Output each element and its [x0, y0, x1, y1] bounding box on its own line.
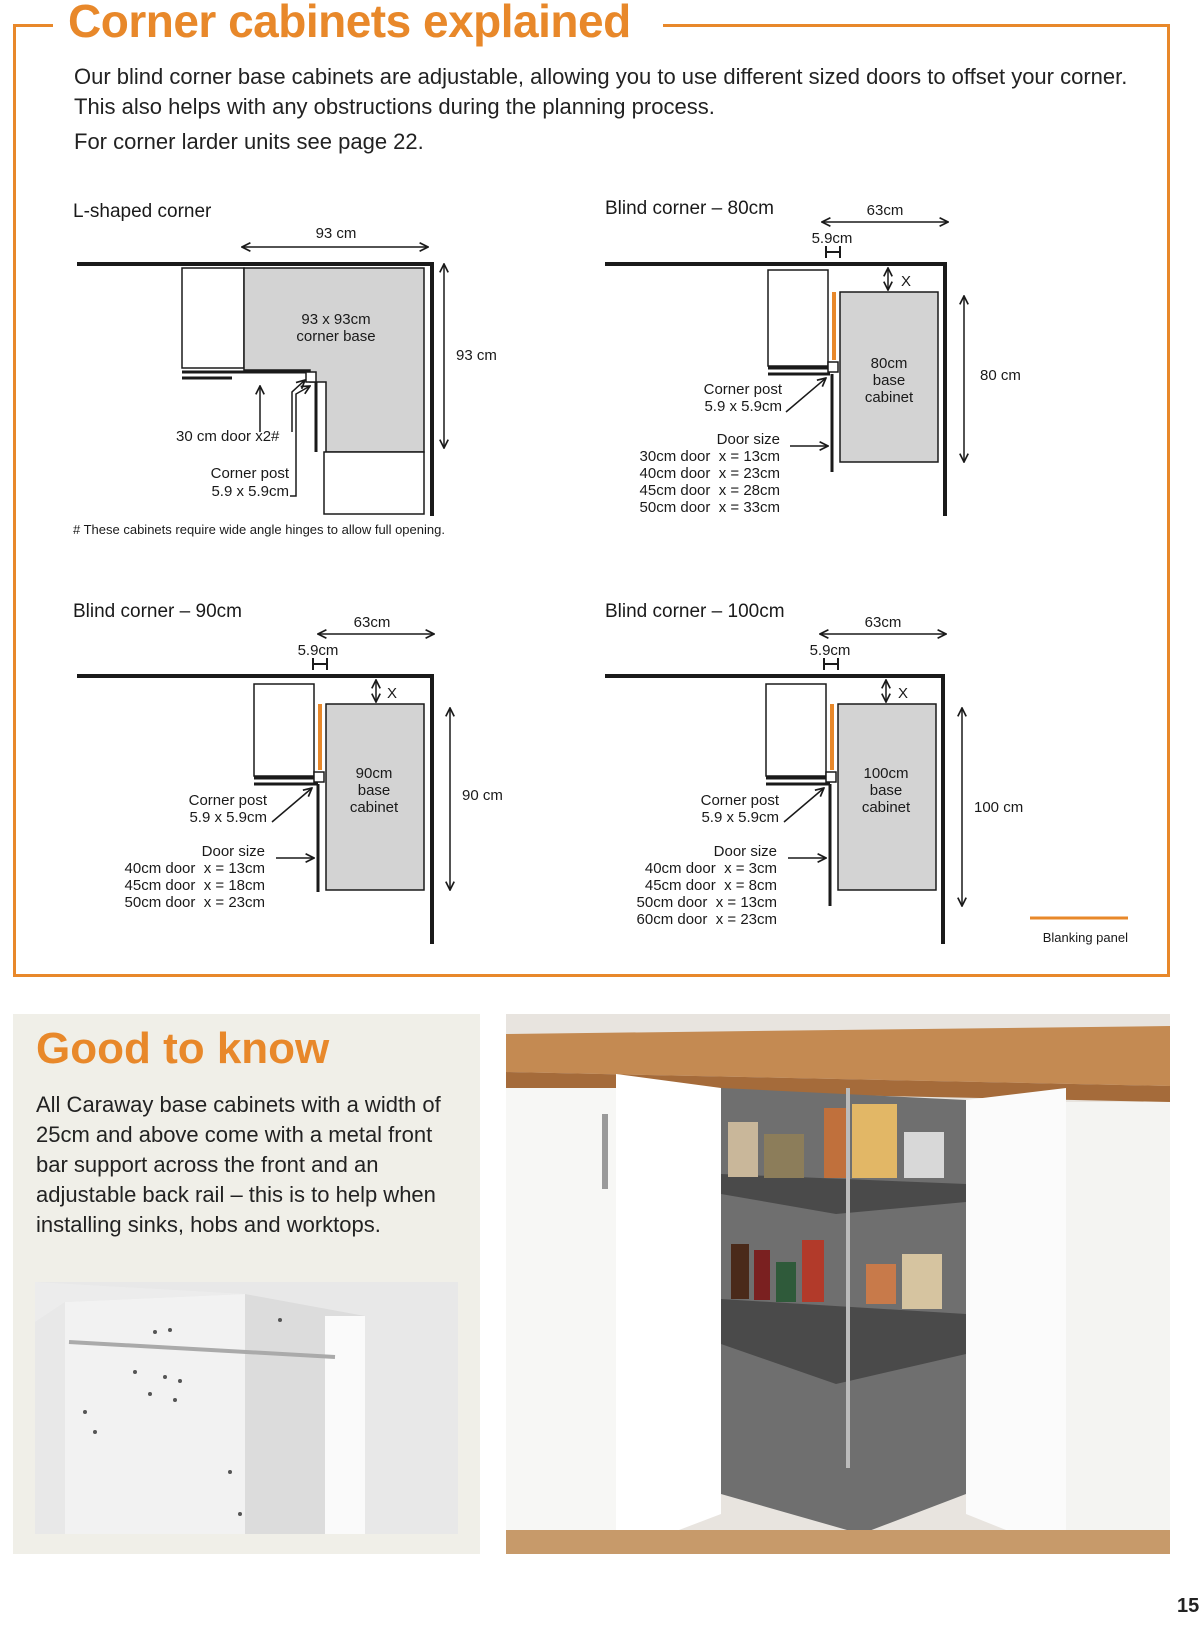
post-label-1: Corner post — [704, 381, 783, 398]
cabinet-label-1: 80cm — [871, 355, 908, 372]
width-label: 93 cm — [316, 225, 357, 242]
corner-cabinet-photo — [506, 1014, 1170, 1554]
post-pointer — [785, 378, 826, 413]
corner-post — [313, 771, 325, 783]
wall — [77, 674, 434, 944]
corner-post — [827, 361, 839, 373]
post-label-2: 5.9 x 5.9cm — [701, 809, 779, 826]
door-size-row: 50cm door x = 23cm — [125, 894, 265, 911]
section-frame — [13, 24, 1170, 977]
good-to-know-title: Good to know — [36, 1024, 330, 1073]
door-pointer — [291, 380, 305, 432]
corner-post — [825, 771, 837, 783]
diagram-blind-100: Blind corner – 100cm 63cm 5.9cm X 100cm … — [605, 601, 1023, 944]
post-label-2: 5.9 x 5.9cm — [704, 398, 782, 415]
post-pointer — [271, 788, 312, 823]
side-cabinet — [767, 269, 829, 367]
door-size-row: 50cm door x = 13cm — [637, 894, 777, 911]
wall — [77, 262, 434, 516]
diagram-l-shaped: L-shaped corner 93 cm 93 cm 93 x 93cm co… — [73, 201, 497, 537]
door-size-row: 45cm door x = 8cm — [645, 877, 777, 894]
side-cabinet — [181, 267, 245, 369]
bottom-cabinet — [323, 451, 425, 515]
depth-label: 100 cm — [974, 799, 1023, 816]
cabinet-label-2: corner base — [296, 328, 375, 345]
post-label-1: Corner post — [189, 792, 268, 809]
depth-label: 90 cm — [462, 787, 503, 804]
width-label: 63cm — [867, 202, 904, 219]
cabinet-label-2: base — [358, 782, 391, 799]
post-pointer — [783, 788, 824, 823]
post-width-marker — [312, 658, 328, 670]
door-size-row: 45cm door x = 28cm — [640, 482, 780, 499]
depth-label: 93 cm — [456, 347, 497, 364]
cabinet-label-2: base — [873, 372, 906, 389]
diagram-title: Blind corner – 80cm — [605, 198, 774, 219]
diagram-blind-80: Blind corner – 80cm 63cm 5.9cm X 80cm ba… — [605, 198, 1021, 516]
base-cabinet — [839, 291, 939, 463]
base-cabinet — [325, 703, 425, 891]
door-label: 30 cm door x2# — [176, 428, 280, 445]
post-width-marker — [825, 246, 841, 258]
cabinet-label-1: 93 x 93cm — [301, 311, 370, 328]
width-label: 63cm — [354, 614, 391, 631]
door-size-row: 45cm door x = 18cm — [125, 877, 265, 894]
cabinet-label-3: cabinet — [865, 389, 914, 406]
door-size-row: 40cm door x = 13cm — [125, 860, 265, 877]
page-number: 15 — [1177, 1595, 1200, 1617]
door-size-title: Door size — [202, 843, 265, 860]
wall — [605, 262, 947, 516]
post-label-1: Corner post — [701, 792, 780, 809]
side-cabinet — [253, 683, 315, 777]
cabinet-label-2: base — [870, 782, 903, 799]
door-size-title: Door size — [714, 843, 777, 860]
post-width-label: 5.9cm — [810, 642, 851, 659]
post-width-label: 5.9cm — [298, 642, 339, 659]
post-label-1: Corner post — [211, 465, 290, 482]
cabinet-label-1: 90cm — [356, 765, 393, 782]
door-size-title: Door size — [717, 431, 780, 448]
corner-post — [305, 371, 317, 383]
x-label: X — [387, 685, 397, 702]
intro-paragraph-2: For corner larder units see page 22. — [74, 129, 424, 154]
post-label-2: 5.9 x 5.9cm — [211, 483, 289, 500]
diagram-blind-90: Blind corner – 90cm 63cm 5.9cm X 90cm ba… — [73, 601, 503, 944]
diagram-title: L-shaped corner — [73, 201, 212, 222]
door-size-row: 60cm door x = 23cm — [637, 911, 777, 928]
door-size-row: 30cm door x = 13cm — [640, 448, 780, 465]
diagram-title: Blind corner – 90cm — [73, 601, 242, 622]
good-to-know-panel: Good to know All Caraway base cabinets w… — [13, 1014, 480, 1554]
cabinet-carcass-image — [35, 1282, 458, 1534]
side-cabinet — [765, 683, 827, 777]
intro-paragraph-1: Our blind corner base cabinets are adjus… — [74, 64, 1128, 119]
good-to-know-body: All Caraway base cabinets with a width o… — [36, 1092, 441, 1237]
width-label: 63cm — [865, 614, 902, 631]
post-width-label: 5.9cm — [812, 230, 853, 247]
depth-label: 80 cm — [980, 367, 1021, 384]
x-label: X — [898, 685, 908, 702]
cabinet-label-3: cabinet — [862, 799, 911, 816]
cabinet-label-3: cabinet — [350, 799, 399, 816]
door-size-row: 40cm door x = 3cm — [645, 860, 777, 877]
cabinet-label-1: 100cm — [863, 765, 908, 782]
intro-text: Our blind corner base cabinets are adjus… — [74, 62, 1154, 157]
x-label: X — [901, 273, 911, 290]
legend-label: Blanking panel — [1043, 930, 1128, 945]
post-label-2: 5.9 x 5.9cm — [189, 809, 267, 826]
footnote: # These cabinets require wide angle hing… — [73, 522, 445, 537]
base-cabinet — [837, 703, 937, 891]
frame-top-right-rule — [663, 24, 1170, 27]
post-width-marker — [823, 658, 839, 670]
diagram-title: Blind corner – 100cm — [605, 601, 785, 622]
door-size-row: 40cm door x = 23cm — [640, 465, 780, 482]
page-title: Corner cabinets explained — [68, 0, 631, 47]
corner-diagrams: L-shaped corner 93 cm 93 cm 93 x 93cm co… — [73, 198, 1128, 945]
door-size-row: 50cm door x = 33cm — [640, 499, 780, 516]
wall — [605, 674, 945, 944]
frame-top-left-rule — [13, 24, 53, 27]
legend: Blanking panel — [1030, 916, 1128, 945]
post-pointer — [290, 386, 310, 497]
corner-base-cabinet — [243, 267, 425, 453]
